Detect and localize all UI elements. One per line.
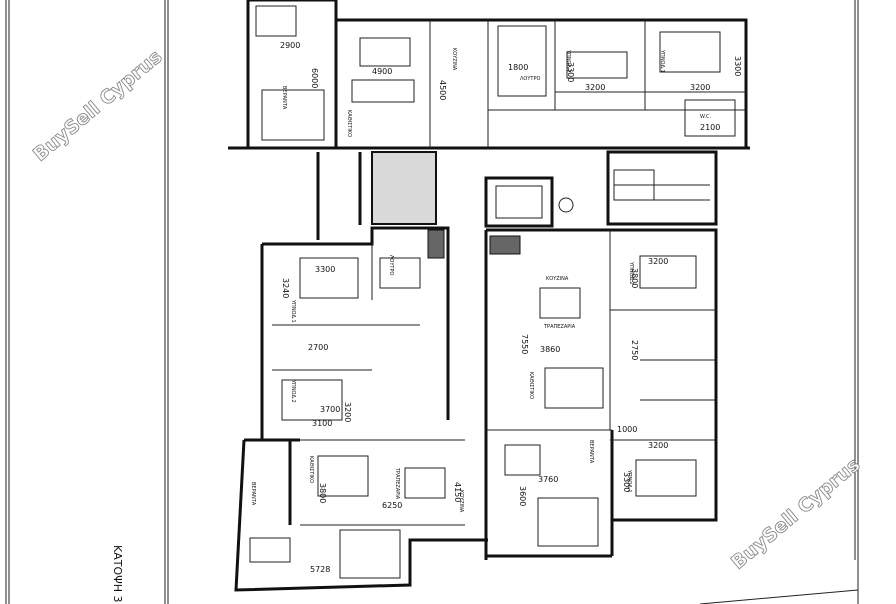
dim-2100: 2100 [700, 123, 720, 132]
dim-3200-right-top: 3200 [648, 257, 668, 266]
label-dining-right: ΤΡΑΠΕΖΑΡΙΑ [543, 324, 576, 330]
upper-apartment [228, 0, 750, 150]
dim-2750: 2750 [630, 340, 639, 360]
label-bedroom2-right: ΥΠΝΟΔ.2 [628, 261, 634, 285]
dim-6250: 6250 [382, 501, 402, 510]
lower-left-apartment [234, 226, 488, 592]
label-kitchen-left: ΚΟΥΖΙΝΑ [458, 490, 464, 513]
dim-1000: 1000 [617, 425, 637, 434]
dim-4150: 4150 [453, 482, 462, 502]
label-kitchen-right: ΚΟΥΖΙΝΑ [546, 276, 569, 282]
label-bedroom2-top: ΥΠΝΟΔ.2 [565, 49, 571, 73]
label-veranda-right: ΒΕΡΑΝΤΑ [588, 440, 594, 464]
watermark-bottom-right: BuySell Cyprus [727, 454, 864, 574]
watermark-top-left: BuySell Cyprus [29, 46, 166, 166]
label-bedroom1-right: ΥΠΝΟΔ.1 [626, 469, 632, 493]
site-boundary [5, 0, 859, 604]
dim-3200-top-b: 3200 [690, 83, 710, 92]
dim-3200-top-a: 3200 [585, 83, 605, 92]
lower-right-apartment [484, 228, 718, 560]
dim-1800: 1800 [508, 63, 528, 72]
dim-3300-left: 3300 [315, 265, 335, 274]
dim-4500: 4500 [438, 80, 447, 100]
dim-3300-top-b: 3300 [733, 56, 742, 76]
dim-3600: 3600 [518, 486, 527, 506]
building-core [316, 150, 718, 240]
dim-3300-right: 3300 [622, 472, 631, 492]
dim-5728: 5728 [310, 565, 330, 574]
dim-3240: 3240 [281, 278, 290, 298]
label-bedroom1-left: ΥΠΝΟΔ.1 [290, 299, 296, 323]
label-dining-left: ΤΡΑΠΕΖΑΡΙΑ [394, 467, 400, 500]
label-kitchen-top: ΚΟΥΖΙΝΑ [451, 48, 457, 71]
label-bedroom2-left: ΥΠΝΟΔ.2 [290, 379, 296, 403]
dim-3760: 3760 [538, 475, 558, 484]
dim-3300-top-a: 3300 [566, 62, 575, 82]
label-veranda-top: ΒΕΡΑΝΤΑ [281, 86, 287, 110]
dim-3200-right-bottom: 3200 [648, 441, 668, 450]
drawing-title: ΚΑΤΟΨΗ 3 [111, 545, 124, 603]
dim-2700: 2700 [308, 343, 328, 352]
label-bedroom1-top: ΥΠΝΟΔ.1 [659, 49, 665, 73]
label-wc-top: W.C. [700, 114, 711, 120]
dim-4900: 4900 [372, 67, 392, 76]
dim-2900: 2900 [280, 41, 300, 50]
dim-3700: 3700 [320, 405, 340, 414]
dim-7550: 7550 [520, 334, 529, 354]
dim-3100: 3100 [312, 419, 332, 428]
dim-3800-left: 3800 [318, 483, 327, 503]
dim-6000: 6000 [310, 68, 319, 88]
dim-3800-right: 3800 [630, 268, 639, 288]
label-living-top: ΚΑΘΙΣΤΙΚΟ [346, 110, 352, 137]
label-bath-top: ΛΟΥΤΡΟ [520, 76, 540, 82]
dim-3860: 3860 [540, 345, 560, 354]
label-bath-left: ΛΟΥΤΡΟ [388, 255, 394, 275]
label-living-right: ΚΑΘΙΣΤΙΚΟ [528, 372, 534, 399]
dim-3200-left: 3200 [343, 402, 352, 422]
label-living-left: ΚΑΘΙΣΤΙΚΟ [308, 456, 314, 483]
label-veranda-left: ΒΕΡΑΝΤΑ [250, 482, 256, 506]
